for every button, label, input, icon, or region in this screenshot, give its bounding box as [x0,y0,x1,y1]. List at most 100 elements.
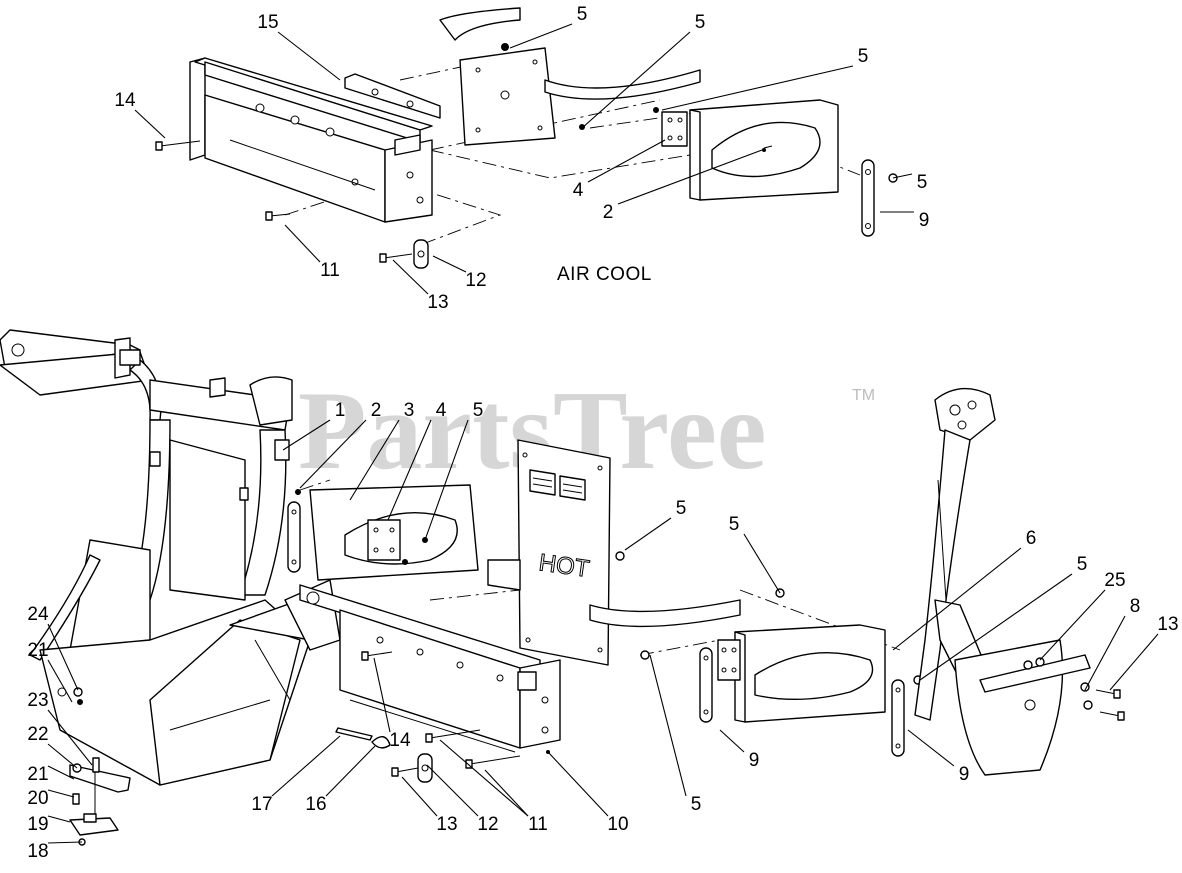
callout-c-top-2: 2 [603,149,763,223]
callout-c-top-5d: 5 [892,172,928,193]
callout-leader [649,654,687,797]
callout-leader [284,224,321,263]
callout-c-top-12: 12 [432,255,487,291]
callout-c-17: 17 [251,735,341,815]
callout-c-1: 1 [282,400,345,451]
callout-label: 11 [528,814,548,835]
callout-c-top-11: 11 [284,224,340,281]
callout-leader-secondary [484,769,529,817]
callout-leader [1039,589,1106,661]
callout-leader [581,31,691,129]
callout-c-top-4: 4 [573,139,666,201]
callout-leader [271,735,341,797]
callout-leader [47,765,75,780]
callout-label: 15 [257,12,278,33]
callout-leader [1084,615,1126,691]
callout-label: 9 [749,750,760,771]
callout-c-3: 3 [349,400,415,501]
watermark-trademark: TM [852,387,875,404]
callout-label: 5 [695,12,706,33]
callout-leader [661,65,854,111]
callout-c-14b: 14 [373,657,411,751]
callout-label: 12 [465,270,486,291]
callout-leader [282,419,331,451]
callout-leader [587,139,666,183]
callout-label: 13 [1157,614,1178,635]
callout-c-2: 2 [299,400,381,489]
callout-label: 5 [1077,554,1088,575]
callout-c-top-5c: 5 [661,46,869,111]
callout-label: 19 [27,814,48,835]
callout-label: 16 [305,794,326,815]
main-right-upright [914,387,1125,776]
callout-c-top-5a: 5 [509,4,587,49]
callout-c-21b: 21 [27,764,75,785]
callout-label: 5 [917,172,928,193]
callout-label: 5 [691,794,702,815]
callout-label: 25 [1104,570,1125,591]
callout-label: 3 [404,400,415,421]
callout-label: 9 [919,210,930,231]
callout-leader [424,419,469,541]
callout-leader [892,173,913,179]
callout-c-5c: 5 [729,514,781,594]
callout-leader [919,573,1073,681]
main-mounting-rail [299,584,561,783]
main-right-shroud [699,588,923,757]
callout-c-20: 20 [27,788,75,809]
callout-leader [907,729,955,767]
callout-leader [47,709,93,766]
callout-leader [325,745,376,797]
callout-leader [426,764,479,817]
callout-leader [47,789,75,798]
callout-leader [387,419,432,521]
callout-leader [547,751,609,817]
callout-c-top-13: 13 [392,259,449,313]
callout-leader [277,31,341,81]
callout-label: 8 [1130,596,1141,617]
callout-label: 5 [473,400,484,421]
callout-c-5b: 5 [624,498,686,551]
callout-label: 10 [607,814,628,835]
callout-c-5d: 5 [919,554,1088,681]
callout-label: 13 [427,292,448,313]
callout-c-9b: 9 [907,729,969,785]
callout-c-11b: 11 [439,739,548,835]
main-part-1-bracket [274,439,290,461]
callout-leader [401,776,438,817]
callout-c-18: 18 [27,841,83,862]
callout-label: 5 [858,46,869,67]
callout-leader [617,149,763,205]
callout-label: 4 [436,400,447,421]
main-latch-parts [69,687,131,846]
callout-leader [373,657,391,733]
callout-leader [432,255,467,273]
callout-leader [743,533,781,594]
callout-leader [892,547,1022,651]
callout-leader [47,743,78,769]
callout-label: 2 [603,202,614,223]
callout-label: 22 [27,724,48,745]
callout-label: 14 [389,730,411,751]
callout-leader [509,23,573,49]
main-chassis-frame [0,329,341,786]
callout-label: 13 [436,814,457,835]
air-cool-assembly: AIR COOL [155,7,898,285]
callout-c-13b: 13 [1109,614,1179,691]
callout-c-6: 6 [892,528,1036,651]
callout-leader [349,419,400,501]
top-bar-15 [344,73,441,119]
top-heat-shield [439,7,701,146]
callout-label: 21 [27,764,48,785]
callout-label: 4 [573,180,584,201]
callout-c-19: 19 [27,814,71,835]
main-hot-heat-shield: HOT [487,439,741,666]
callout-label: 11 [320,260,340,281]
callout-label: 18 [27,841,48,862]
callout-label: 17 [251,794,272,815]
callout-label: 14 [114,90,136,111]
main-center-shroud [287,484,479,581]
